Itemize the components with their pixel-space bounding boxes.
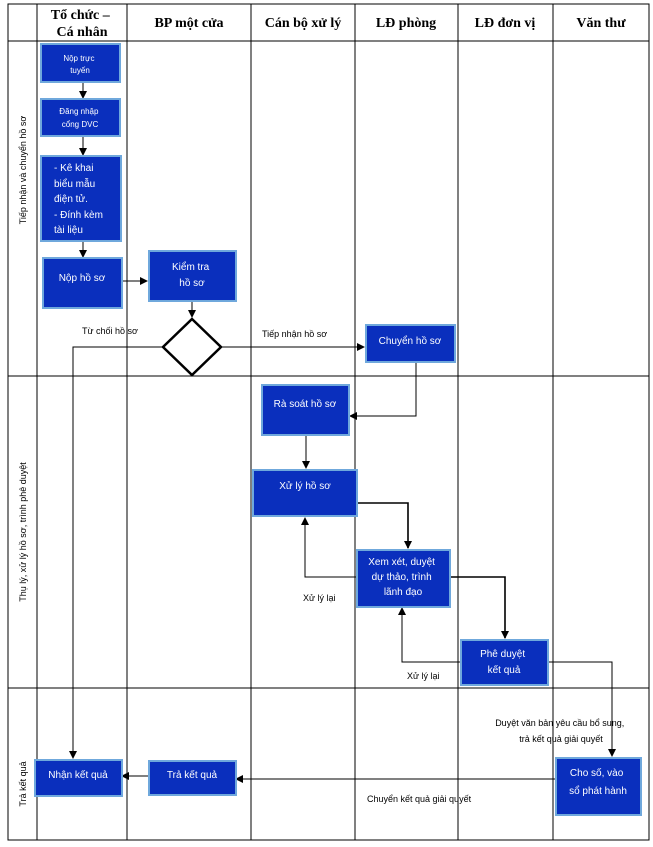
box-ra-soat: Rà soát hồ sơ [261, 384, 350, 436]
svg-text:Xử lý hồ sơ: Xử lý hồ sơ [279, 480, 331, 492]
connectors [69, 82, 616, 783]
box-nop-ho-so: Nộp hồ sơ [42, 257, 123, 309]
svg-text:Kiểm tra hồ sơ: Kiểm tra hồ sơ [172, 261, 212, 289]
box-ke-khai: - Kê khai biểu mẫu điện tử. - Đính kèm t… [40, 155, 122, 242]
box-dang-nhap: Đăng nhập cổng DVC [40, 98, 121, 137]
svg-text:Phê duyệt kết quả: Phê duyệt kết quả [480, 649, 528, 676]
lane-label-tiep-nhan: Tiếp nhận và chuyển hồ sơ [18, 116, 28, 225]
box-phe-duyet: Phê duyệt kết quả [460, 639, 549, 686]
label-xu-ly-lai-2: Xử lý lại [407, 671, 440, 681]
svg-text:Đăng nhập cổng DVC: Đăng nhập cổng DVC [59, 107, 100, 129]
box-cho-so: Cho số, vào sổ phát hành [555, 757, 642, 816]
lane-label-tra-ket-qua: Trả kết quả [18, 761, 28, 806]
label-chuyen-ket-qua: Chuyển kết quả giải quyết [367, 794, 472, 804]
box-xem-xet: Xem xét, duyệt dự thảo, trình lãnh đạo [356, 549, 451, 608]
column-header-can-bo-xu-ly: Cán bộ xử lý [265, 16, 341, 31]
label-duyet-van-ban: Duyệt văn bản yêu cầu bổ sung, trả kết q… [495, 718, 627, 744]
lane-label-thu-ly: Thụ lý, xử lý hồ sơ, trình phê duyệt [18, 462, 28, 602]
label-tiep-nhan: Tiếp nhận hồ sơ [262, 329, 327, 339]
svg-text:Chuyển hồ sơ: Chuyển hồ sơ [379, 335, 442, 347]
decision-diamond [161, 317, 223, 377]
box-nop-truc-tuyen: Nộp trực tuyến [40, 43, 121, 83]
box-tra-ket-qua: Trả kết quả [148, 760, 237, 796]
column-header-ld-don-vi: LĐ đơn vị [475, 16, 536, 31]
swimlane-grid [7, 3, 650, 841]
column-header-bp-mot-cua: BP một cửa [154, 16, 223, 31]
svg-text:Trả kết quả: Trả kết quả [167, 769, 218, 781]
svg-text:Nộp trực tuyến: Nộp trực tuyến [63, 54, 96, 75]
label-xu-ly-lai-1: Xử lý lại [303, 593, 336, 603]
svg-text:Nhận kết quả: Nhận kết quả [48, 769, 108, 781]
svg-text:Xem xét, duyệt dự thảo,: Xem xét, duyệt dự thảo, trình lãnh đạo [368, 557, 437, 598]
column-header-van-thu: Văn thư [576, 16, 626, 31]
label-tu-choi: Từ chối hồ sơ [82, 326, 138, 336]
svg-text:Cho số, vào sổ phát hành: Cho số, vào sổ phát hành [569, 767, 627, 797]
box-kiem-tra: Kiểm tra hồ sơ [148, 250, 237, 302]
column-header-to-chuc: Tổ chức – Cá nhân [51, 8, 113, 40]
box-nhan-ket-qua: Nhận kết quả [34, 759, 123, 797]
box-chuyen-ho-so: Chuyển hồ sơ [365, 324, 456, 363]
svg-text:Rà soát hồ sơ: Rà soát hồ sơ [274, 398, 337, 410]
column-header-ld-phong: LĐ phòng [376, 16, 436, 31]
box-xu-ly: Xử lý hồ sơ [252, 469, 358, 517]
svg-text:- Kê khai biểu: - Kê khai biểu mẫu điện tử. - Đính kèm t… [54, 163, 106, 236]
svg-text:Nộp hồ sơ: Nộp hồ sơ [59, 272, 106, 284]
